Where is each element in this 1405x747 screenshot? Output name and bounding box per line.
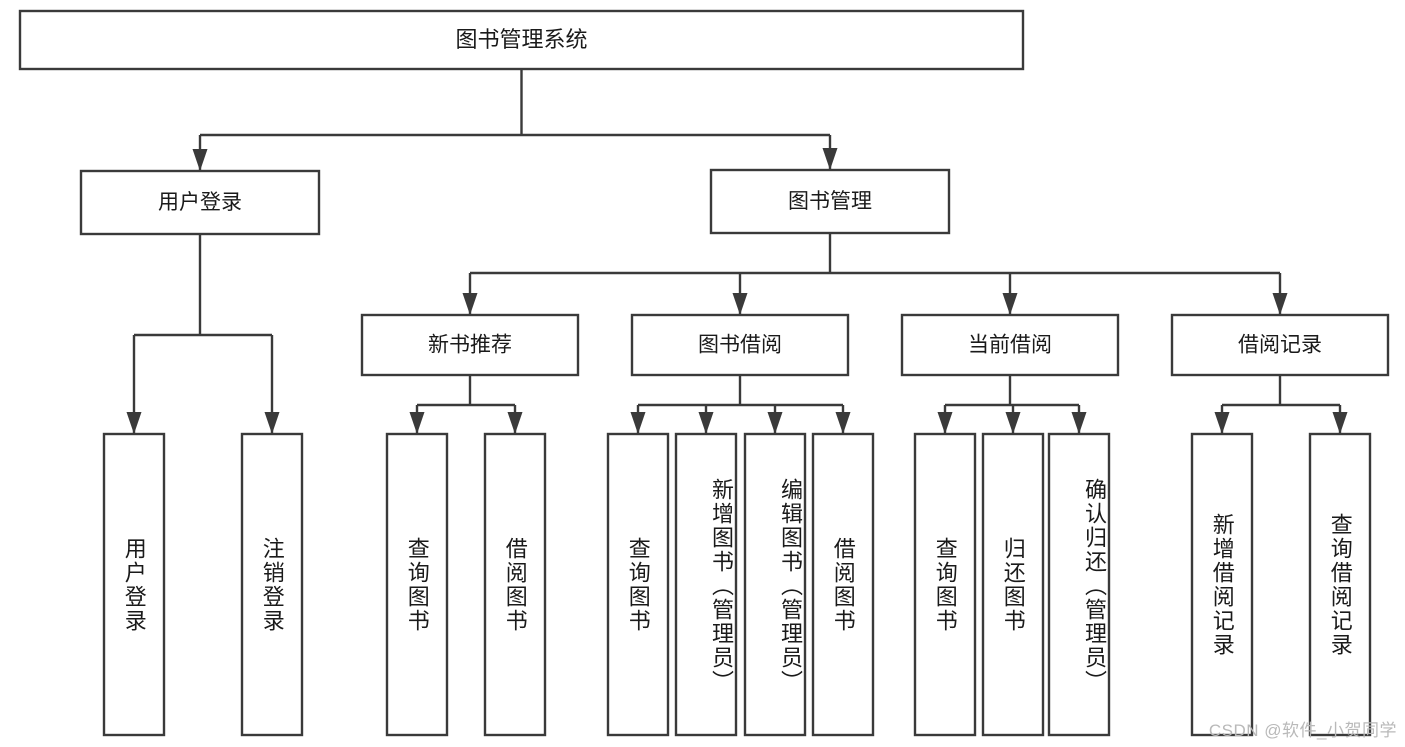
book-borrow-arrow-icon-0	[630, 412, 646, 434]
boxes-layer	[18, 9, 1390, 737]
book-manage-arrow-icon-0	[462, 293, 478, 315]
node-box-user-login[interactable]	[79, 169, 321, 236]
node-label-book-manage: 图书管理	[788, 190, 872, 213]
current-borrow-arrow-icon-2	[1071, 412, 1087, 434]
borrow-record-arrow-icon-0	[1214, 412, 1230, 434]
node-box-query-borrow-record[interactable]	[1308, 432, 1372, 737]
node-label-new-book-recommend: 新书推荐	[428, 334, 512, 357]
book-manage-arrow-icon-2	[1002, 293, 1018, 315]
node-box-query-book-1[interactable]	[385, 432, 449, 737]
node-box-book-borrow[interactable]	[630, 313, 850, 377]
book-manage-arrow-icon-3	[1272, 293, 1288, 315]
new-book-recommend-arrow-icon-1	[507, 412, 523, 434]
node-box-borrow-book-1[interactable]	[483, 432, 547, 737]
connectors-layer	[126, 69, 1348, 434]
book-manage-arrow-icon-1	[732, 293, 748, 315]
node-box-user-logout[interactable]	[240, 432, 304, 737]
book-borrow-arrow-icon-1	[698, 412, 714, 434]
root-arrow-icon-1	[822, 148, 838, 170]
node-label-user-login: 用户登录	[158, 191, 242, 214]
user-login-arrow-icon-1	[264, 412, 280, 434]
node-box-current-borrow[interactable]	[900, 313, 1120, 377]
user-login-arrow-icon-0	[126, 412, 142, 434]
book-borrow-arrow-icon-2	[767, 412, 783, 434]
node-box-user-login-do[interactable]	[102, 432, 166, 737]
node-box-new-book-recommend[interactable]	[360, 313, 580, 377]
current-borrow-arrow-icon-1	[1005, 412, 1021, 434]
node-box-book-manage[interactable]	[709, 168, 951, 235]
node-box-add-borrow-record[interactable]	[1190, 432, 1254, 737]
book-borrow-arrow-icon-3	[835, 412, 851, 434]
node-box-query-book-3[interactable]	[913, 432, 977, 737]
node-label-current-borrow: 当前借阅	[968, 334, 1052, 357]
node-box-confirm-return[interactable]	[1047, 432, 1111, 737]
root-arrow-icon-0	[192, 149, 208, 171]
node-box-add-book[interactable]	[674, 432, 738, 737]
node-box-edit-book[interactable]	[743, 432, 807, 737]
new-book-recommend-arrow-icon-0	[409, 412, 425, 434]
node-label-book-borrow: 图书借阅	[698, 334, 782, 357]
borrow-record-arrow-icon-1	[1332, 412, 1348, 434]
node-box-borrow-record[interactable]	[1170, 313, 1390, 377]
watermark-text: CSDN @软件_小贺同学	[1208, 721, 1397, 740]
node-box-query-book-2[interactable]	[606, 432, 670, 737]
node-box-borrow-book-2[interactable]	[811, 432, 875, 737]
node-label-borrow-record: 借阅记录	[1238, 334, 1322, 357]
node-label-root: 图书管理系统	[455, 27, 587, 52]
node-box-return-book[interactable]	[981, 432, 1045, 737]
node-box-root[interactable]	[18, 9, 1025, 71]
current-borrow-arrow-icon-0	[937, 412, 953, 434]
